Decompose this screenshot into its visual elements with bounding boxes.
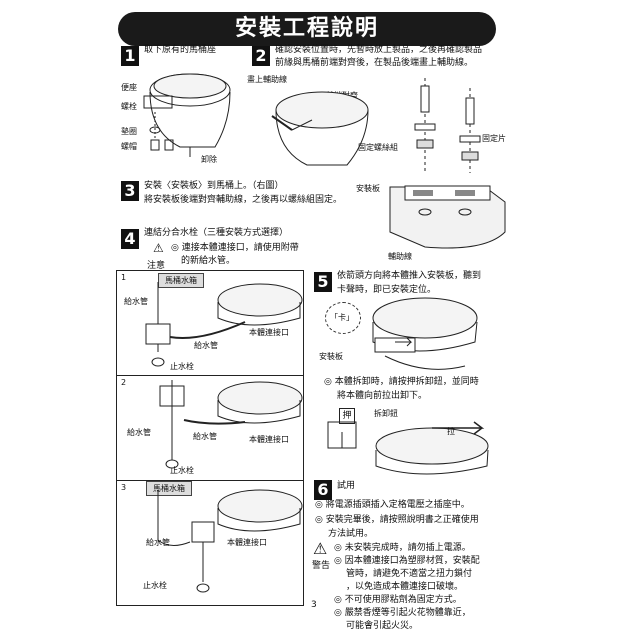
warning-4: ，以免造成本體連接口破壞。 — [346, 582, 464, 592]
label-washer: 墊圈 — [121, 127, 137, 136]
mount-plate-illustration — [389, 185, 506, 249]
label-draw-line: 畫上輔助線 — [247, 75, 287, 84]
warning-3: 管時，請避免不適當之扭力鎖付 — [346, 569, 473, 579]
step-3-number: 3 — [121, 181, 139, 201]
step-6-note-2: ◎ 安裝完畢後，請按照說明書之正確使用 — [315, 515, 479, 525]
warning-label: 警告 — [312, 561, 331, 571]
step-2-text-2: 前緣與馬桶前端對齊後，在製品後端畫上輔助線。 — [275, 58, 474, 68]
label-mount-plate: 安裝板 — [356, 184, 380, 193]
warning-5: ◎ 不可使用膠粘劑為固定方式。 — [334, 595, 462, 605]
pull-label: 拉 — [447, 427, 455, 436]
option-1-supply-label: 給水管 — [124, 297, 148, 306]
option-2-number: 2 — [121, 378, 127, 387]
label-bolt: 螺栓 — [121, 102, 137, 111]
step-6-number: 6 — [314, 480, 332, 500]
option-2-valve-label: 止水栓 — [170, 466, 194, 475]
option-2-inlet-label: 本體連接口 — [249, 435, 289, 444]
warning-1: ◎ 未安裝完成時，請勿插上電源。 — [334, 543, 471, 553]
option-2-supply-label: 給水管 — [127, 428, 151, 437]
page-title: 安裝工程說明 — [118, 12, 496, 46]
step-1-text: 取下原有的馬桶座 — [144, 45, 217, 55]
page-number: 3 — [311, 600, 317, 610]
step-1-number: 1 — [121, 46, 139, 66]
option-3-pipe-label: 給水管 — [146, 538, 170, 547]
option-1-valve-label: 止水栓 — [170, 362, 194, 371]
option-2-pipe-label: 給水管 — [193, 432, 217, 441]
caution-icon: ⚠ — [153, 241, 164, 255]
step-5-note-2: 將本體向前拉出卸下。 — [337, 391, 428, 401]
option-1-number: 1 — [121, 273, 127, 282]
step-5-text-2: 卡聲時，即已安裝定位。 — [337, 285, 437, 295]
option-1-illustration — [145, 282, 303, 367]
option-1-inlet-label: 本體連接口 — [249, 328, 289, 337]
label-seat: 便座 — [121, 83, 137, 92]
press-marker: 押 — [339, 408, 355, 424]
step-2-toilet-illustration — [271, 91, 369, 166]
step-3-text-1: 安裝〈安裝板〉到馬桶上。（右圖） — [144, 181, 284, 191]
warning-7: 可能會引起火災。 — [346, 621, 419, 631]
release-button-label: 拆卸鈕 — [374, 409, 398, 418]
warning-icon: ⚠ — [313, 539, 328, 558]
click-sound-label: 「卡」 — [330, 313, 354, 322]
step-6-note-3: 方法試用。 — [328, 529, 374, 539]
click-callout — [325, 302, 361, 334]
step-5-number: 5 — [314, 272, 332, 292]
step-3-text-2: 將安裝板後端對齊輔助線，之後再以螺絲組固定。 — [144, 195, 343, 205]
label-bracket: 固定片 — [482, 134, 506, 143]
option-3-panel — [116, 480, 304, 606]
label-aux-line: 輔助線 — [388, 252, 412, 261]
step-4-number: 4 — [121, 229, 139, 249]
label-nut: 螺帽 — [121, 142, 137, 151]
option-3-valve-label: 止水栓 — [143, 581, 167, 590]
option-3-number: 3 — [121, 483, 127, 492]
step-5-mount-plate-label: 安裝板 — [319, 352, 343, 361]
option-1-pipe-label: 給水管 — [194, 341, 218, 350]
step-6-text: 試用 — [337, 481, 356, 491]
warning-2: ◎ 因本體連接口為塑膠材質，安裝配 — [334, 556, 480, 566]
option-2-illustration — [159, 380, 303, 469]
step-5-removal-illustration — [327, 421, 489, 475]
step-4-text: 連結分合水栓（三種安裝方式選擇） — [144, 228, 289, 238]
label-screw-set: 固定螺絲組 — [358, 143, 398, 152]
option-3-illustration — [157, 489, 303, 593]
step-2-text-1: 確認安裝位置時，先暫時放上製品，之後再確認製品 — [275, 45, 483, 55]
label-remove: 卸除 — [201, 155, 217, 164]
option-1-tank-label: 馬桶水箱 — [158, 273, 204, 288]
step-4-caution-1: ◎ 連接本體連接口，請使用附帶 — [171, 243, 299, 253]
option-3-inlet-label: 本體連接口 — [227, 538, 267, 547]
step-4-caution-2: 的新給水管。 — [181, 256, 236, 266]
step-5-text-1: 依箭頭方向將本體推入安裝板，聽到 — [337, 271, 482, 281]
step-5-note-1: ◎ 本體拆卸時，請按押拆卸鈕，並同時 — [324, 377, 479, 387]
bolt-exploded-view — [414, 78, 481, 173]
caution-label: 注意 — [147, 261, 166, 271]
warning-6: ◎ 嚴禁香煙等引起火花物體靠近， — [334, 608, 471, 618]
step-1-toilet-illustration — [143, 73, 231, 157]
step-6-note-1: ◎ 將電源插頭插入定格電壓之插座中。 — [315, 500, 470, 510]
step-5-toilet-illustration — [372, 297, 478, 370]
step-2-number: 2 — [252, 46, 270, 66]
